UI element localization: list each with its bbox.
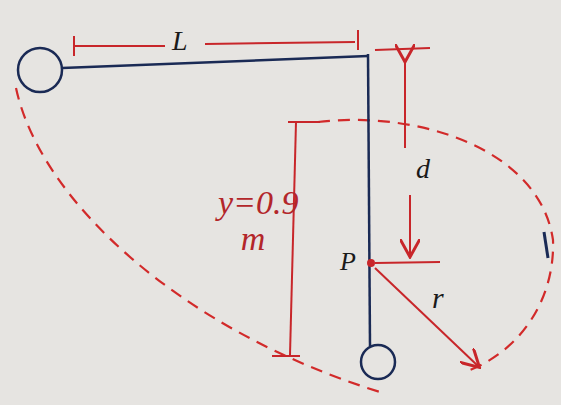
pendulum-bob [361,345,395,379]
dim-tick [375,48,430,50]
radius-label: r [432,282,444,314]
dim-line [74,45,165,47]
pendulum-bob [18,48,62,92]
dim-line [290,122,296,355]
dim-tick [288,121,320,123]
height-label: y=0.9 m [218,185,288,256]
dim-line [409,195,411,255]
swing-path [16,88,380,392]
distance-label: d [416,154,430,183]
radius-arrow [375,268,478,366]
pivot-label: P [340,248,356,275]
string [62,56,368,68]
string [368,54,370,346]
dim-tick [272,355,300,357]
dim-tick [375,262,440,263]
dash-mark [544,232,548,258]
dim-line [404,60,406,148]
length-label: L [172,26,188,55]
pivot-dot [367,259,375,267]
dim-line [205,42,355,44]
swing-path-small [318,120,553,370]
dim-tick [357,30,359,50]
